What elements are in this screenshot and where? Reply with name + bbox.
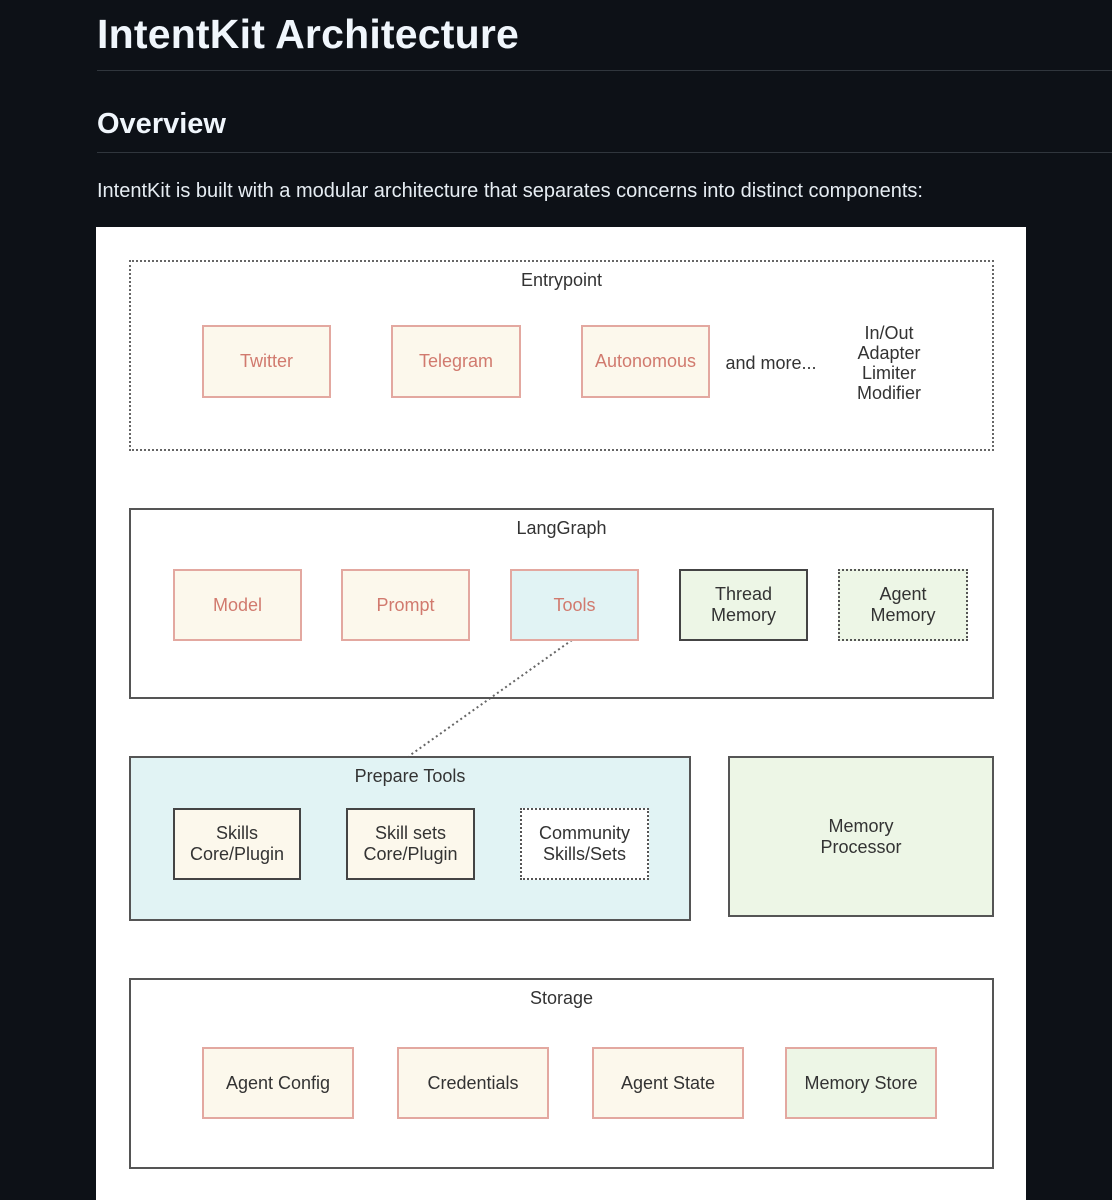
adapter-features: In/Out Adapter Limiter Modifier	[829, 323, 949, 403]
langgraph-region: LangGraph	[129, 508, 994, 699]
skills-line1: Skills	[215, 823, 258, 843]
skills-box: Skills Core/Plugin	[173, 808, 301, 880]
entrypoint-title: Entrypoint	[520, 270, 603, 290]
feature-label: In/Out	[864, 323, 914, 343]
skill-sets-line2: Core/Plugin	[363, 844, 458, 864]
community-line2: Skills/Sets	[542, 844, 627, 864]
skills-line2: Core/Plugin	[189, 844, 285, 864]
feature-label: Adapter	[857, 343, 921, 363]
autonomous-box: Autonomous	[581, 325, 710, 398]
agent-memory-line2: Memory	[870, 605, 936, 625]
thread-memory-line1: Thread	[714, 584, 773, 604]
memory-processor-box: Memory Processor	[728, 756, 994, 917]
page-title: IntentKit Architecture	[97, 11, 520, 57]
memory-processor-line1: Memory	[828, 815, 894, 836]
prompt-box: Prompt	[341, 569, 470, 641]
twitter-box: Twitter	[202, 325, 331, 398]
title-divider	[97, 70, 1112, 71]
and-more-label: and more...	[725, 353, 817, 373]
entrypoint-region: Entrypoint	[129, 260, 994, 451]
storage-title: Storage	[529, 988, 594, 1008]
skill-sets-box: Skill sets Core/Plugin	[346, 808, 475, 880]
thread-memory-line2: Memory	[710, 605, 776, 625]
prepare-tools-title: Prepare Tools	[354, 766, 466, 786]
telegram-box: Telegram	[391, 325, 521, 398]
langgraph-title: LangGraph	[516, 518, 607, 538]
storage-region: Storage	[129, 978, 994, 1169]
community-line1: Community	[538, 823, 631, 843]
community-box: Community Skills/Sets	[520, 808, 649, 880]
agent-memory-line1: Agent	[879, 584, 927, 604]
agent-state-box: Agent State	[592, 1047, 744, 1119]
thread-memory-box: Thread Memory	[679, 569, 808, 641]
intro-paragraph: IntentKit is built with a modular archit…	[97, 180, 923, 202]
section-divider	[97, 152, 1112, 153]
model-box: Model	[173, 569, 302, 641]
tools-box: Tools	[510, 569, 639, 641]
agent-memory-box: Agent Memory	[838, 569, 968, 641]
memory-store-box: Memory Store	[785, 1047, 937, 1119]
agent-config-box: Agent Config	[202, 1047, 354, 1119]
credentials-box: Credentials	[397, 1047, 549, 1119]
skill-sets-line1: Skill sets	[374, 823, 446, 843]
section-title: Overview	[97, 108, 226, 140]
feature-label: Limiter	[861, 363, 916, 383]
architecture-diagram: Entrypoint Twitter Telegram Autonomous a…	[96, 227, 1026, 1200]
feature-label: Modifier	[856, 383, 922, 403]
memory-processor-line2: Processor	[820, 836, 902, 857]
